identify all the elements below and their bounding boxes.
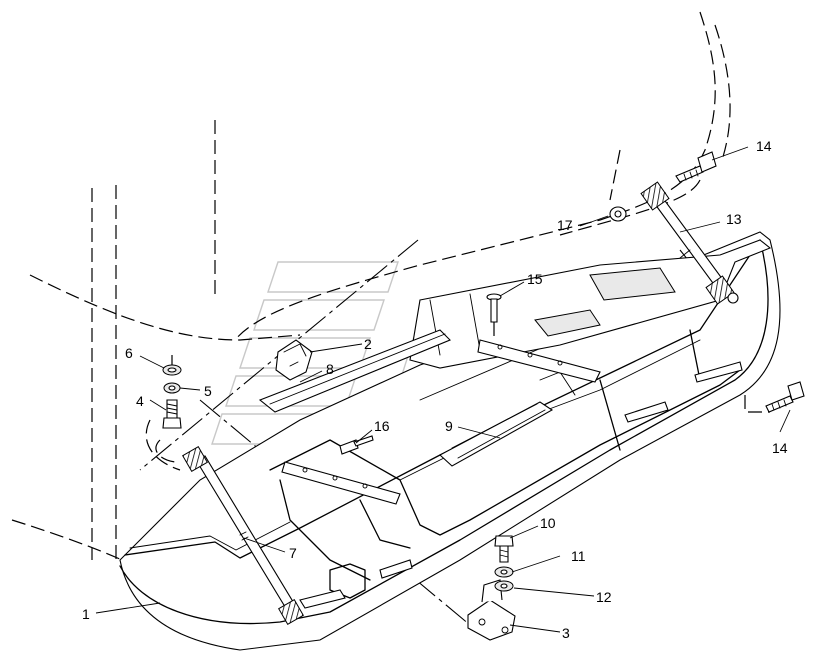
- callout-14-top: 14: [756, 138, 772, 154]
- callout-15: 15: [527, 271, 543, 287]
- callout-11: 11: [571, 548, 586, 564]
- callout-3: 3: [562, 625, 570, 641]
- callout-5: 5: [204, 383, 212, 399]
- callout-9: 9: [445, 418, 453, 434]
- callout-8: 8: [326, 361, 334, 377]
- handle-recess: [439, 401, 554, 467]
- fastener-stack-right: [494, 535, 514, 592]
- bracket-3: [467, 579, 516, 641]
- callout-2: 2: [364, 336, 372, 352]
- step-tray-assembly: [119, 231, 781, 651]
- nut-17: [609, 206, 627, 222]
- bolt-16: [339, 435, 374, 455]
- fastener-stack-left: [162, 355, 182, 429]
- bolt-14-top: [675, 151, 717, 183]
- callout-13: 13: [726, 211, 742, 227]
- callout-14-bottom: 14: [772, 440, 788, 456]
- callout-4: 4: [136, 393, 144, 409]
- bracket-2: [275, 339, 313, 381]
- mounting-strips: [281, 339, 601, 505]
- bolt-15: [486, 293, 502, 340]
- tie-rod-right: [640, 181, 739, 305]
- callout-10: 10: [540, 515, 556, 531]
- bolt-14-bottom: [765, 381, 805, 413]
- step-plate: [258, 329, 451, 413]
- leader-lines: [95, 146, 791, 633]
- callout-labels: 1 2 3 4 5 6 7 8 9 10 11 12 13 14 14 15 1…: [82, 138, 788, 641]
- callout-16: 16: [374, 418, 390, 434]
- callout-7: 7: [289, 545, 297, 561]
- callout-6: 6: [125, 345, 133, 361]
- callout-1: 1: [82, 606, 90, 622]
- callout-12: 12: [596, 589, 612, 605]
- callout-17: 17: [557, 217, 573, 233]
- tie-rod-left: [182, 446, 304, 625]
